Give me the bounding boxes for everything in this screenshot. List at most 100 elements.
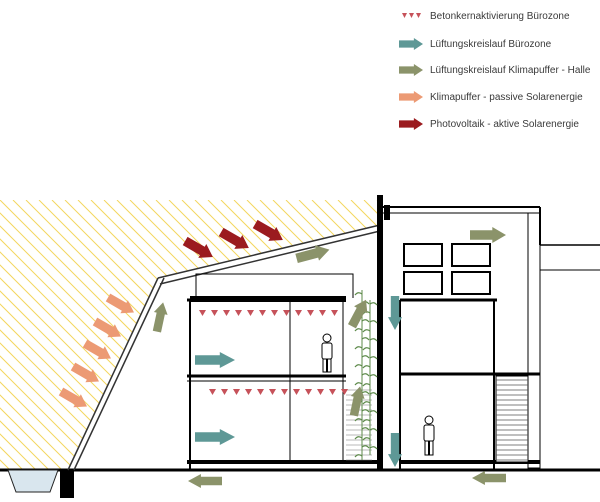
triangle-marker [259, 310, 266, 316]
plant-leaf [361, 391, 370, 395]
flow-arrow [152, 302, 168, 333]
plant-leaf [369, 338, 378, 342]
flow-arrow [218, 227, 249, 249]
triangle-marker [211, 310, 218, 316]
flow-arrow [470, 227, 506, 243]
flow-arrow [195, 429, 235, 445]
ground [0, 468, 600, 498]
plant-leaf [369, 410, 378, 414]
triangle-marker [247, 310, 254, 316]
plant-leaf [362, 419, 371, 423]
legend-item-concrete: Betonkernaktivierung Bürozone [398, 6, 570, 26]
legend-label: Lüftungskreislauf Bürozone [430, 38, 552, 50]
sun-ray [0, 200, 275, 470]
plant-leaf [361, 427, 370, 431]
plant-leaf [362, 329, 371, 333]
flow-arrow [347, 299, 368, 329]
plant-leaf [362, 437, 371, 441]
plant-leaf [354, 436, 363, 440]
flow-arrow [182, 236, 213, 258]
flow-arrow [388, 296, 402, 330]
plant-leaf [361, 337, 370, 341]
triangle-marker [341, 389, 348, 395]
plant-leaf [361, 409, 370, 413]
arrow-icon [399, 38, 423, 50]
plant-leaf [369, 428, 378, 432]
plant-leaf [369, 320, 378, 324]
legend-label: Betonkernaktivierung Bürozone [430, 10, 570, 22]
triangle-marker [223, 310, 230, 316]
flow-arrow [70, 362, 99, 383]
sun-ray [0, 200, 54, 470]
legend-item-pv: Photovoltaik - aktive Solarenergie [398, 114, 579, 134]
office-block [187, 273, 383, 470]
triangle-marker [293, 389, 300, 395]
triangle-marker [307, 310, 314, 316]
triangle-marker [331, 310, 338, 316]
stair [346, 375, 529, 463]
plant-leaf [369, 446, 378, 450]
person-figure [423, 415, 435, 456]
legend-item-hall: Lüftungskreislauf Klimapuffer - Halle [398, 60, 590, 80]
sun-ray [0, 200, 67, 470]
triangle-marker [317, 389, 324, 395]
flow-arrow [105, 293, 134, 314]
triangle-marker [233, 389, 240, 395]
arrow-icon [399, 91, 423, 103]
plant-leaf [354, 292, 363, 296]
triangle-marker [409, 13, 414, 18]
triangle-marker [257, 389, 264, 395]
flow-arrows [58, 219, 506, 488]
triangle-marker [416, 13, 421, 18]
flow-arrow [295, 245, 330, 264]
flow-arrow [399, 118, 423, 130]
flow-arrow [58, 387, 87, 408]
plant-leaf [362, 401, 371, 405]
sun-ray [0, 200, 80, 470]
triangle-marker [319, 310, 326, 316]
plant-leaf [361, 355, 370, 359]
triangle-marker [402, 13, 407, 18]
flow-arrow [82, 339, 111, 360]
triangle-marker [245, 389, 252, 395]
flow-arrow [399, 38, 423, 50]
triangle-marker [283, 310, 290, 316]
flow-arrow [399, 64, 423, 76]
plant-leaf [362, 383, 371, 387]
flow-arrow [188, 474, 222, 488]
triangle-marker [199, 310, 206, 316]
plant-leaf [354, 382, 363, 386]
sun-ray [0, 200, 106, 470]
triangle-marker [221, 389, 228, 395]
flow-arrow [399, 91, 423, 103]
plant-leaf [369, 392, 378, 396]
plant-leaf [354, 346, 363, 350]
plant-leaf [354, 328, 363, 332]
triangle-marker [271, 310, 278, 316]
plants [354, 290, 378, 460]
plant-leaf [361, 373, 370, 377]
sun-ray [0, 200, 301, 470]
plant-leaf [361, 319, 370, 323]
sun-ray [129, 200, 380, 470]
flow-arrow [388, 433, 402, 467]
legend-label: Lüftungskreislauf Klimapuffer - Halle [430, 64, 591, 76]
arrow-icon [399, 64, 423, 76]
arrow-icon [399, 118, 423, 130]
plant-leaf [354, 364, 363, 368]
triangle-marker [305, 389, 312, 395]
plant-leaf [354, 418, 363, 422]
triangle-marker [209, 389, 216, 395]
plant-leaf [369, 356, 378, 360]
triangle-marker [269, 389, 276, 395]
plant-leaf [369, 374, 378, 378]
flow-arrow [252, 219, 283, 241]
legend-item-passive: Klimapuffer - passive Solarenergie [398, 87, 583, 107]
plant-leaf [361, 445, 370, 449]
sun-ray [25, 200, 327, 470]
legend-label: Photovoltaik - aktive Solarenergie [430, 118, 579, 130]
plant-leaf [362, 347, 371, 351]
legend-label: Klimapuffer - passive Solarenergie [430, 91, 583, 103]
triangle-marker [329, 389, 336, 395]
